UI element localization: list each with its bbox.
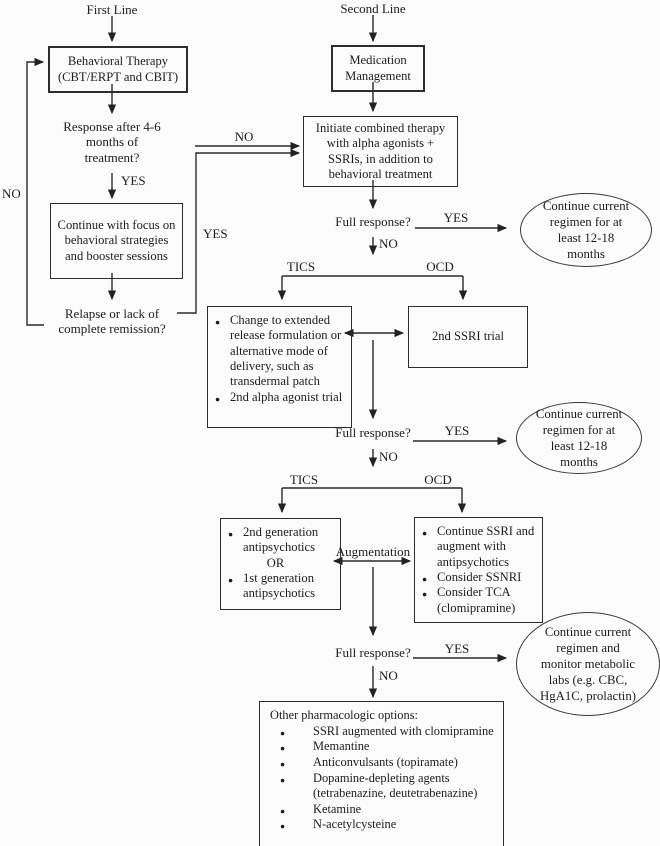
node-full-response-3: Full response? [335, 645, 411, 660]
bullet-icon [228, 571, 243, 586]
list-item-text: 1st generation antipsychotics [243, 571, 316, 601]
yes-label-2: YES [444, 423, 470, 438]
no-label-3: NO [379, 668, 398, 683]
bullet-icon [278, 755, 313, 771]
bullet-icon [422, 570, 437, 585]
bullet-icon [278, 802, 313, 818]
yes-label-response: YES [121, 173, 146, 188]
augmentation-label: Augmentation [335, 544, 411, 559]
list-item-text: 2nd alpha agonist trial [230, 389, 343, 404]
list-item: 2nd alpha agonist trial [215, 390, 348, 405]
list-item: N-acetylcysteine [270, 817, 497, 833]
node-full-response-2: Full response? [335, 425, 411, 440]
bullet-icon [422, 585, 437, 600]
list-item-text: Continue SSRI and augment with antipsych… [437, 524, 535, 569]
list-item: Continue SSRI and augment with antipsych… [422, 524, 539, 570]
node-oval-monitor-labs: Continue current regimen and monitor met… [516, 612, 660, 716]
node-response-question: Response after 4-6 months of treatment? [63, 119, 161, 165]
yes-label-3: YES [444, 641, 470, 656]
list-item-text: Memantine [313, 739, 370, 754]
list-item-text: 2nd generation antipsychotics [243, 525, 319, 555]
bullet-icon [278, 739, 313, 755]
oval-text: Continue current regimen and monitor met… [540, 624, 636, 704]
yes-label-1: YES [443, 210, 469, 225]
node-tics-antipsychotics: 2nd generation antipsychotics OR 1st gen… [220, 518, 341, 610]
or-label: OR [266, 555, 285, 570]
list-item-text: N-acetylcysteine [313, 817, 397, 832]
bullet-icon [215, 313, 230, 328]
second-line-heading: Second Line [340, 1, 406, 16]
no-label-1: NO [379, 236, 398, 251]
list-item: Change to extended release formulation o… [215, 313, 348, 390]
node-continue-behavioral: Continue with focus on behavioral strate… [50, 203, 183, 279]
list-item-text: Ketamine [313, 801, 362, 816]
bullet-icon [278, 771, 313, 787]
list-item: 1st generation antipsychotics [228, 571, 337, 602]
ocd-label-1: OCD [426, 259, 454, 274]
list-item: Anticonvulsants (topiramate) [270, 755, 497, 771]
list-item: Consider TCA (clomipramine) [422, 585, 539, 616]
node-oval-continue-regimen-1: Continue current regimen for at least 12… [520, 193, 652, 267]
no-label-loop: NO [2, 186, 21, 201]
node-tics-adjust-delivery: Change to extended release formulation o… [207, 306, 352, 428]
node-behavioral-therapy: Behavioral Therapy (CBT/ERPT and CBIT) [48, 46, 188, 93]
node-other-pharmacologic-options: Other pharmacologic options: SSRI augmen… [259, 701, 504, 846]
options-title: Other pharmacologic options: [270, 708, 418, 722]
list-item-text: SSRI augmented with clomipramine [313, 723, 494, 738]
bullet-icon [278, 724, 313, 740]
node-full-response-1: Full response? [335, 214, 411, 229]
list-item: Consider SSNRI [422, 570, 539, 585]
oval-text: Continue current regimen for at least 12… [542, 198, 630, 262]
bullet-icon [215, 390, 230, 405]
node-medication-management: Medication Management [331, 45, 425, 92]
list-item: Dopamine-depleting agents (tetrabenazine… [270, 771, 497, 802]
list-item-text: Change to extended release formulation o… [230, 313, 342, 389]
arrow-no-relapse-loop-to-behavioral [26, 57, 45, 326]
list-item: Memantine [270, 739, 497, 755]
node-ocd-augment: Continue SSRI and augment with antipsych… [414, 517, 543, 623]
no-label-to-initiate: NO [234, 129, 254, 144]
node-initiate-combined: Initiate combined therapy with alpha ago… [303, 116, 458, 187]
list-item-text: Consider SSNRI [437, 570, 522, 585]
node-second-ssri-trial: 2nd SSRI trial [408, 306, 528, 368]
no-label-2: NO [379, 449, 398, 464]
list-item-text: Anticonvulsants (topiramate) [313, 754, 458, 769]
bullet-icon [228, 525, 243, 540]
list-item-text: Consider TCA (clomipramine) [437, 585, 516, 615]
node-oval-continue-regimen-2: Continue current regimen for at least 12… [516, 402, 642, 474]
tics-label-2: TICS [289, 472, 319, 487]
bullet-icon [422, 524, 437, 539]
list-item: SSRI augmented with clomipramine [270, 724, 497, 740]
list-item-text: Dopamine-depleting agents (tetrabenazine… [313, 770, 478, 801]
ocd-label-2: OCD [424, 472, 452, 487]
list-item: Ketamine [270, 802, 497, 818]
arrow-yes-relapse-to-initiate [177, 148, 301, 314]
tics-label-1: TICS [286, 259, 316, 274]
first-line-heading: First Line [86, 2, 138, 17]
yes-label-relapse: YES [203, 226, 228, 241]
bullet-icon [278, 817, 313, 833]
list-item: 2nd generation antipsychotics [228, 525, 337, 556]
node-relapse-question: Relapse or lack of complete remission? [58, 306, 166, 337]
oval-text: Continue current regimen for at least 12… [535, 406, 623, 470]
